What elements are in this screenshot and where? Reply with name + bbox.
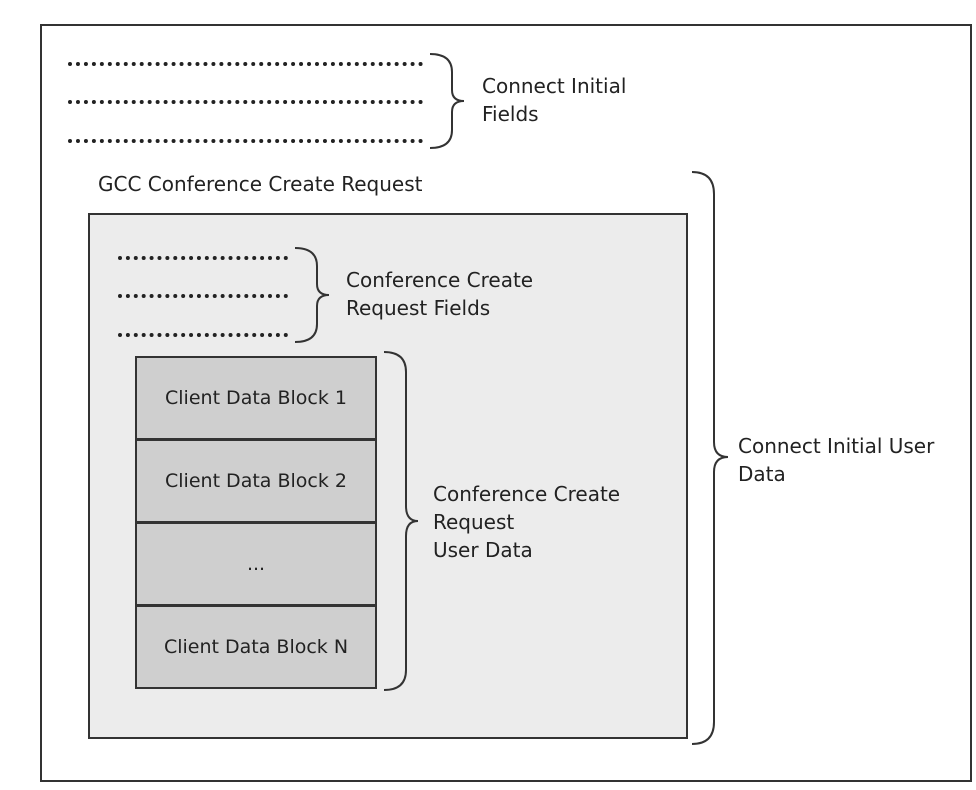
- connect-initial-fields-brace: [429, 53, 465, 149]
- field-dots: [118, 256, 288, 260]
- connect-initial-user-data-label: Connect Initial User Data: [738, 434, 935, 486]
- conference-create-request-fields-brace: [294, 247, 330, 343]
- conference-create-request-user-data-brace: [383, 351, 419, 691]
- connect-initial-fields-label: Connect Initial Fields: [482, 74, 627, 126]
- field-dots: [118, 294, 288, 298]
- client-data-block: Client Data Block 2: [135, 439, 377, 523]
- gcc-request-title: GCC Conference Create Request: [98, 172, 423, 196]
- field-dots: [118, 333, 288, 337]
- field-dots: [68, 100, 423, 104]
- client-data-block-ellipsis: ...: [135, 522, 377, 606]
- field-dots: [68, 139, 423, 143]
- field-dots: [68, 62, 423, 66]
- connect-initial-user-data-brace: [691, 171, 729, 745]
- conference-create-request-user-data-label: Conference Create Request User Data: [433, 482, 621, 562]
- client-data-block: Client Data Block 1: [135, 356, 377, 440]
- client-data-block: Client Data Block N: [135, 605, 377, 689]
- conference-create-request-fields-label: Conference Create Request Fields: [346, 268, 534, 320]
